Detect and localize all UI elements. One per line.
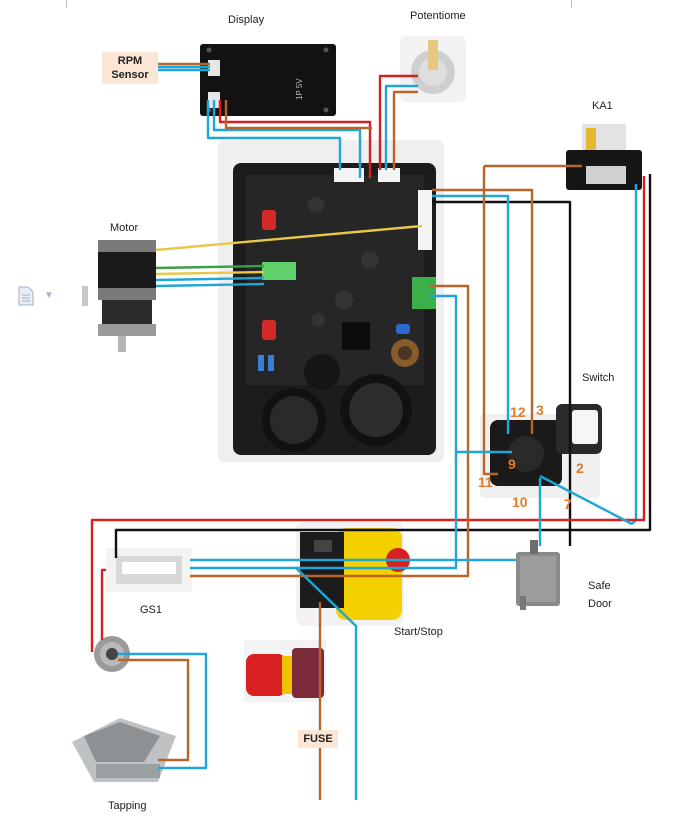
switch-pin-10: 10 [512, 494, 528, 510]
switch-pin-2: 2 [576, 460, 584, 476]
start-stop-label: Start/Stop [394, 626, 443, 638]
controller-board [218, 140, 444, 462]
switch-pin-9: 9 [508, 456, 516, 472]
foot-pedal [72, 718, 176, 782]
stepper-motor [98, 240, 156, 352]
potentiometer-label: Potentiome [410, 10, 466, 22]
gutter-marker [82, 286, 88, 306]
switch-pin-3: 3 [536, 402, 544, 418]
rpm-sensor-label-line2: Sensor [111, 69, 149, 81]
switch-label: Switch [582, 372, 615, 384]
page-corner-right [571, 0, 572, 8]
switch-pin-7: 7 [564, 496, 572, 512]
rpm-sensor-label-line1: RPM [117, 55, 143, 67]
start-stop-switch [296, 522, 410, 626]
display-label: Display [228, 14, 265, 26]
display-silkscreen: 1P 5V [295, 78, 304, 100]
tapping-label: Tapping [108, 800, 147, 812]
switch-pin-12: 12 [510, 404, 526, 420]
emergency-stop [244, 640, 326, 702]
rpm-sensor-label: RPM Sensor [102, 52, 158, 84]
page-corner-left [66, 0, 67, 8]
gs1-label: GS1 [140, 604, 163, 616]
relay-ka1 [566, 124, 642, 190]
dropdown-caret-icon[interactable]: ▼ [44, 290, 54, 301]
safe-door-switch [516, 540, 560, 610]
fuse-label: FUSE [298, 730, 338, 748]
document-icon[interactable] [18, 286, 34, 306]
ka1-label: KA1 [592, 100, 613, 112]
safe-door-label-line1: Safe [588, 580, 611, 592]
motor-label: Motor [110, 222, 139, 234]
safe-door-label-line2: Door [588, 598, 612, 610]
switch-pin-11: 11 [478, 474, 493, 490]
display-module [200, 44, 336, 116]
gs1-module [106, 548, 192, 592]
